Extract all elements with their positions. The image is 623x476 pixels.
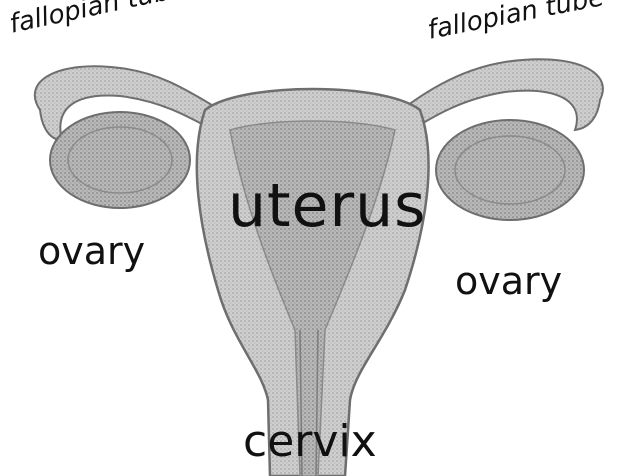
label-ovary-left: ovary bbox=[38, 232, 145, 270]
label-cervix: cervix bbox=[243, 420, 377, 464]
label-ovary-right: ovary bbox=[455, 262, 562, 300]
ovary-right bbox=[436, 120, 584, 220]
label-uterus: uterus bbox=[228, 176, 426, 236]
